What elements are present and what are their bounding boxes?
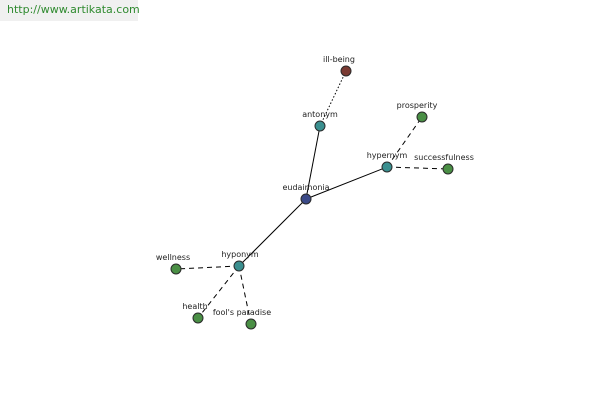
- node-label-prosperity: prosperity: [397, 101, 438, 110]
- node-label-successfulness: successfulness: [414, 153, 474, 162]
- node-dot-hypernym[interactable]: [381, 161, 393, 173]
- edge-eudaimonia-antonym: [305, 125, 321, 200]
- node-dot-ill-being[interactable]: [340, 65, 352, 77]
- edge-hyponym-fools-paradise: [238, 265, 252, 325]
- node-label-antonym: antonym: [302, 110, 338, 119]
- node-prosperity[interactable]: prosperity: [397, 101, 438, 123]
- node-hypernym[interactable]: hypernym: [367, 151, 408, 173]
- node-dot-health[interactable]: [192, 312, 204, 324]
- edge-layer: [175, 70, 449, 325]
- edge-eudaimonia-hypernym: [305, 166, 388, 200]
- edge-hypernym-prosperity: [386, 116, 423, 168]
- node-wellness[interactable]: wellness: [156, 253, 190, 275]
- edge-hypernym-successfulness: [386, 166, 449, 170]
- node-hyponym[interactable]: hyponym: [221, 250, 259, 272]
- node-health[interactable]: health: [182, 302, 208, 324]
- node-dot-antonym[interactable]: [314, 120, 326, 132]
- node-dot-hyponym[interactable]: [233, 260, 245, 272]
- node-label-health: health: [182, 302, 207, 311]
- node-dot-wellness[interactable]: [170, 263, 182, 275]
- node-dot-fools-paradise[interactable]: [245, 318, 257, 330]
- node-eudaimonia[interactable]: eudaimonia: [282, 183, 330, 205]
- node-dot-prosperity[interactable]: [416, 111, 428, 123]
- url-banner: http://www.artikata.com: [0, 0, 140, 21]
- node-layer: eudaimonia antonym ill-being hypernym prospe…: [156, 55, 474, 330]
- node-successfulness[interactable]: successfulness: [414, 153, 474, 175]
- node-fools-paradise[interactable]: fool's paradise: [213, 308, 271, 330]
- edge-hyponym-health: [197, 265, 240, 319]
- node-label-wellness: wellness: [156, 253, 190, 262]
- node-label-eudaimonia: eudaimonia: [282, 183, 329, 192]
- node-ill-being[interactable]: ill-being: [323, 55, 355, 77]
- edge-hyponym-wellness: [175, 265, 240, 270]
- node-label-ill-being: ill-being: [323, 55, 355, 64]
- node-antonym[interactable]: antonym: [302, 110, 338, 132]
- node-label-fools-paradise: fool's paradise: [213, 308, 271, 317]
- node-dot-successfulness[interactable]: [442, 163, 454, 175]
- site-link[interactable]: http://www.artikata.com: [7, 3, 140, 16]
- edge-eudaimonia-hyponym: [238, 198, 307, 267]
- node-dot-eudaimonia[interactable]: [300, 193, 312, 205]
- node-label-hypernym: hypernym: [367, 151, 408, 160]
- node-label-hyponym: hyponym: [221, 250, 259, 259]
